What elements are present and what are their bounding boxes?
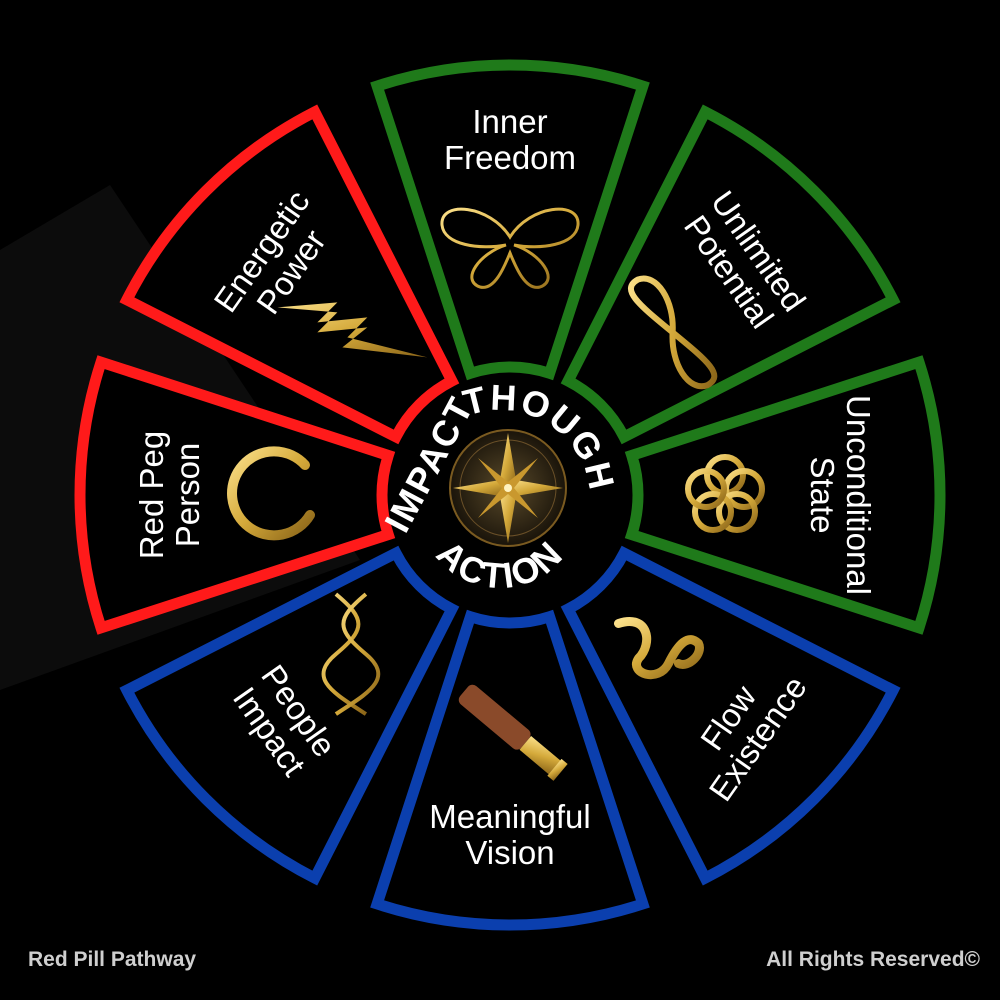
butterfly-icon <box>440 207 580 289</box>
infinity-icon <box>628 275 718 390</box>
compass-icon <box>449 429 567 547</box>
telescope-icon <box>458 684 568 781</box>
segment-people-impact <box>119 545 460 886</box>
footer-brand: Red Pill Pathway <box>28 948 197 971</box>
label-unconditional-state: UnconditionalState <box>804 395 877 595</box>
enso-circle-icon <box>227 446 315 541</box>
segment-energetic-power <box>119 104 460 445</box>
ribbon-icon <box>613 617 704 680</box>
lightning-icon <box>277 302 428 358</box>
segment-meaningful-vision <box>370 609 650 931</box>
segment-unconditional-state <box>624 355 946 635</box>
knot-icon <box>685 454 765 533</box>
label-red-peg-person: Red PegPerson <box>133 431 206 559</box>
segment-inner-freedom <box>370 59 650 381</box>
footer-copyright: All Rights Reserved© <box>766 948 980 971</box>
dna-icon <box>321 592 381 716</box>
segment-unlimited-potential <box>560 104 901 445</box>
